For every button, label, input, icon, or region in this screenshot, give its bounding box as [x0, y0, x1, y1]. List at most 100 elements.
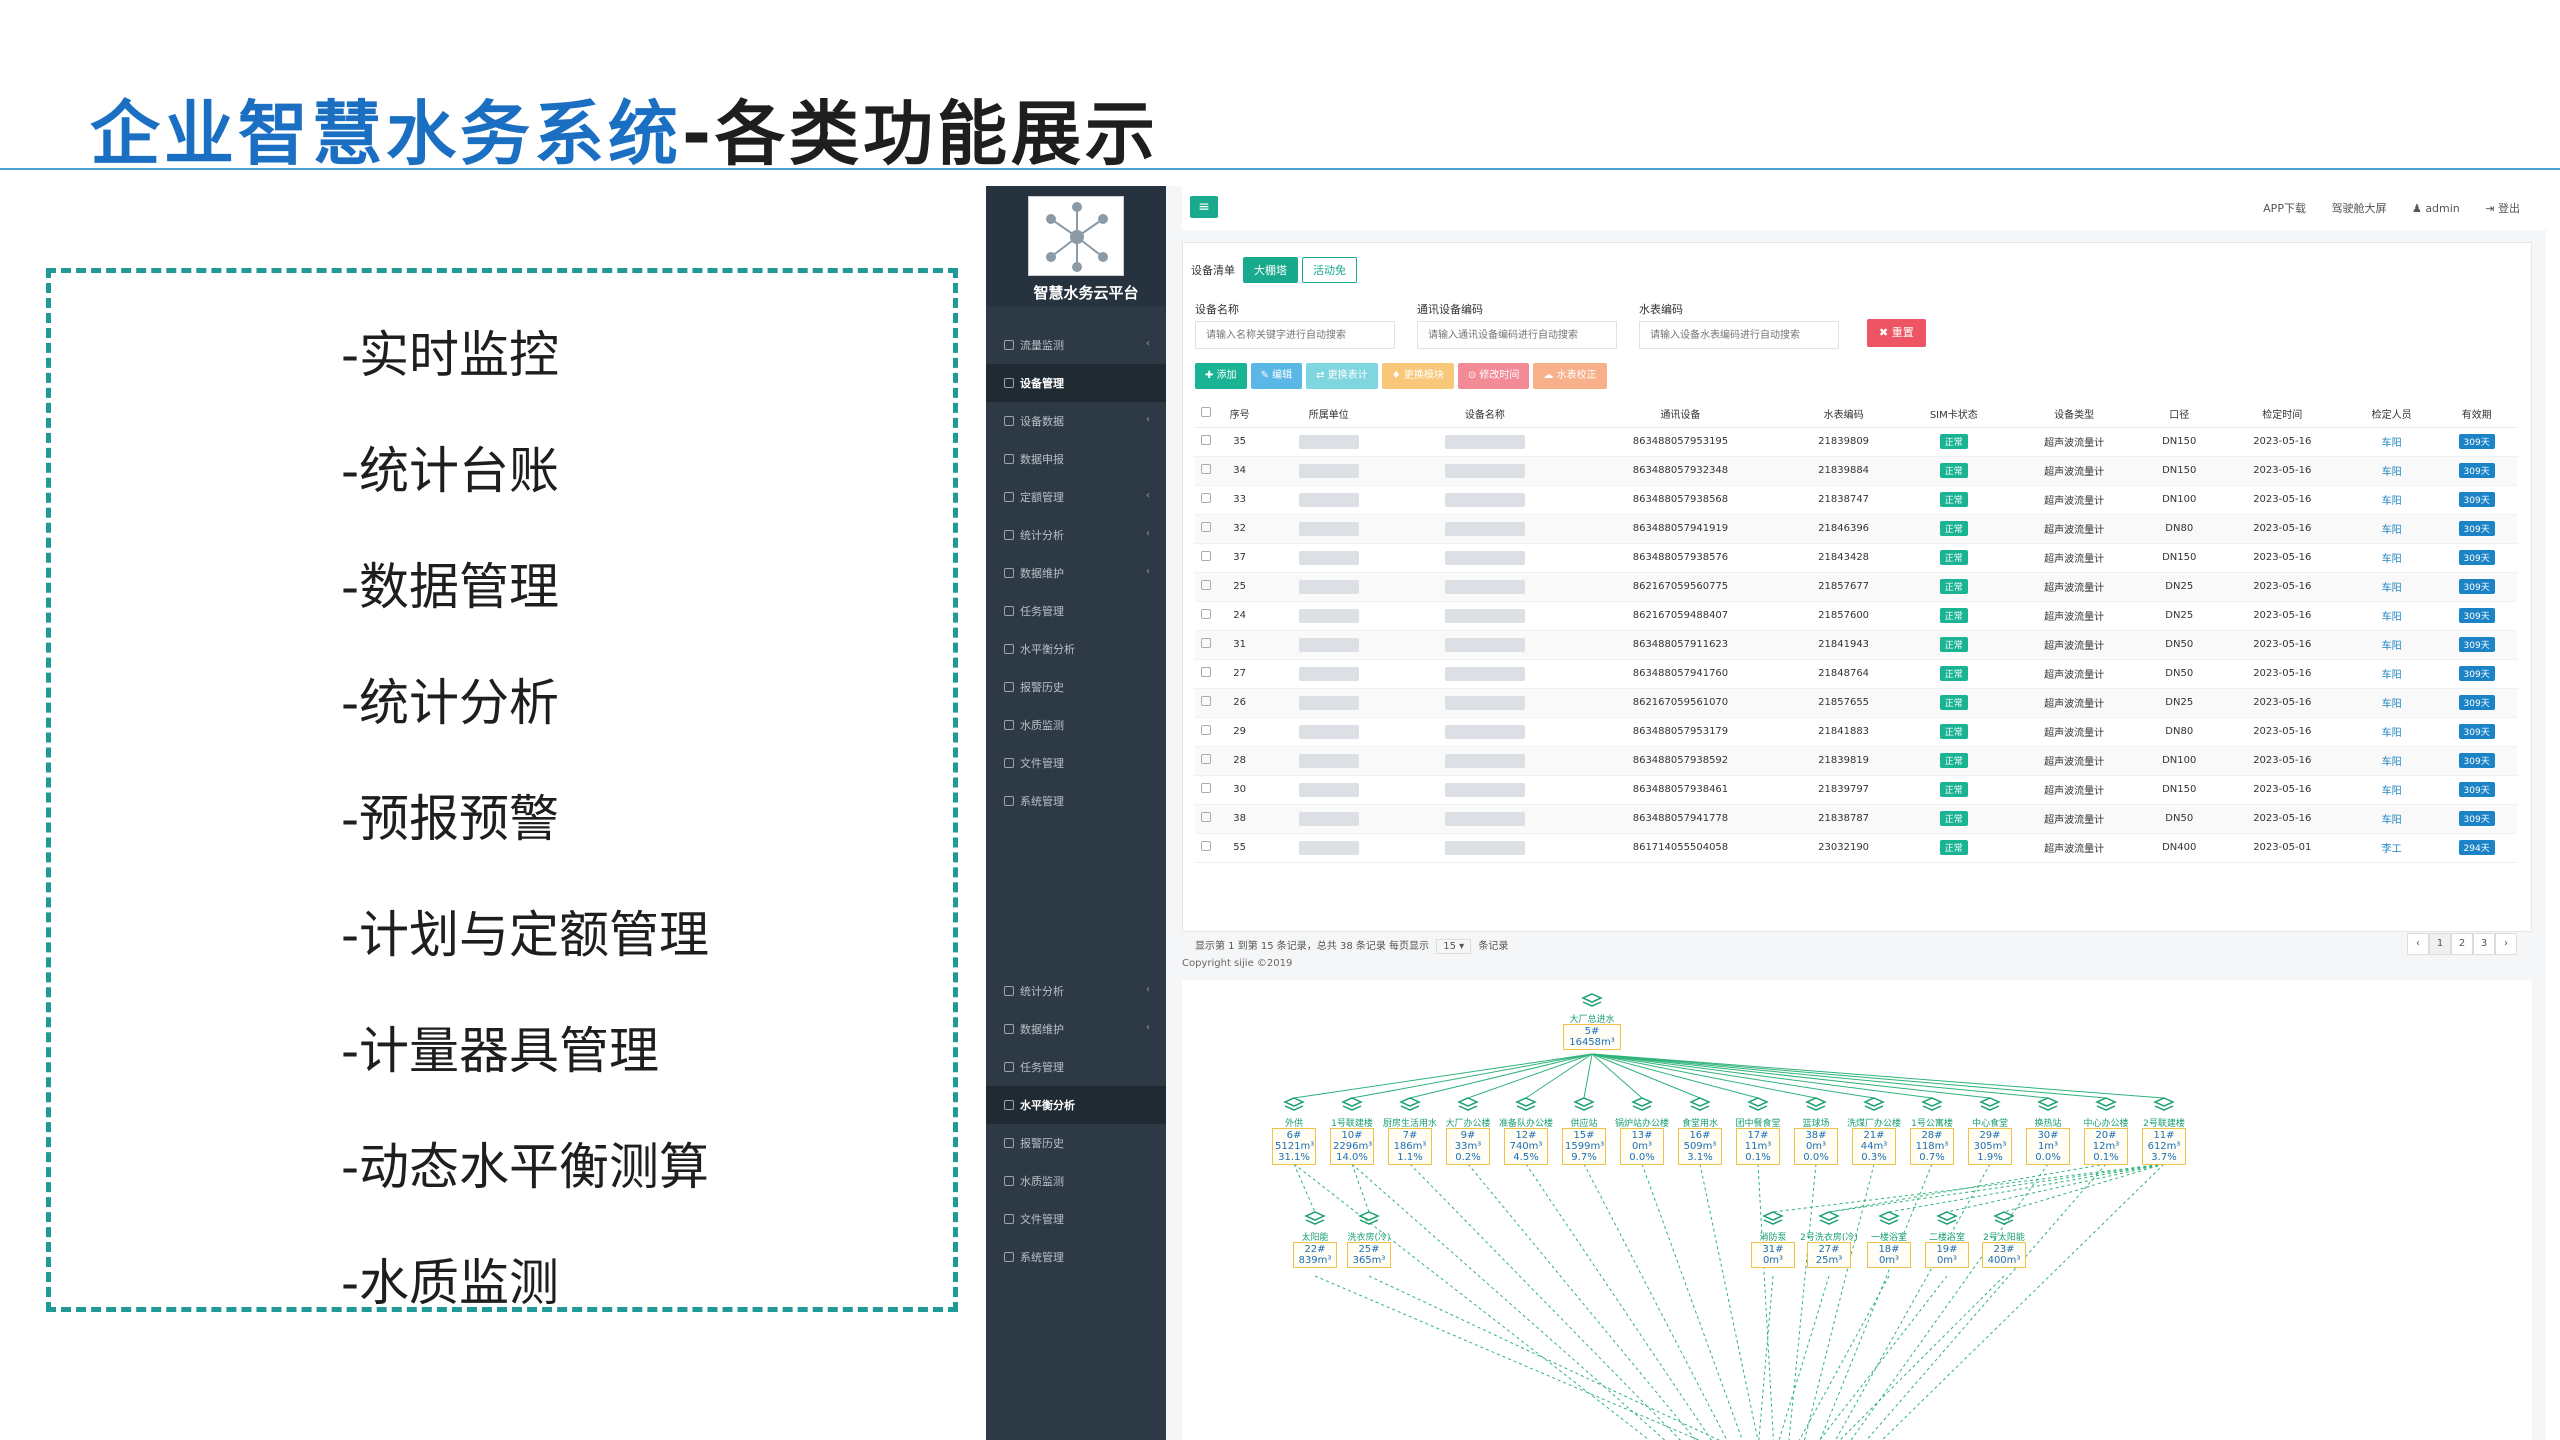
page-button[interactable]: 3: [2473, 933, 2495, 955]
sidebar-item[interactable]: 定额管理‹: [986, 478, 1166, 516]
menu-toggle-button[interactable]: ≡: [1190, 196, 1218, 218]
row-checkbox[interactable]: [1201, 522, 1212, 532]
page-button[interactable]: 2: [2451, 933, 2473, 955]
inspector-link[interactable]: 车阳: [2381, 641, 2402, 652]
inspector-link[interactable]: 车阳: [2381, 554, 2402, 565]
sidebar-item[interactable]: 水质监测: [986, 1162, 1166, 1200]
sidebar-item[interactable]: 流量监测‹: [986, 326, 1166, 364]
node-box[interactable]: 25#365m³: [1347, 1242, 1391, 1268]
row-checkbox[interactable]: [1201, 580, 1212, 590]
sidebar-item[interactable]: 统计分析‹: [986, 972, 1166, 1010]
row-checkbox[interactable]: [1201, 841, 1212, 851]
sidebar-item[interactable]: 系统管理: [986, 1238, 1166, 1276]
device-name-input[interactable]: [1195, 321, 1395, 349]
row-checkbox[interactable]: [1201, 725, 1212, 735]
inspector-link[interactable]: 车阳: [2381, 786, 2402, 797]
sidebar-item[interactable]: 数据维护‹: [986, 1010, 1166, 1048]
sidebar-item[interactable]: 任务管理: [986, 592, 1166, 630]
sidebar-item[interactable]: 水平衡分析: [986, 1086, 1166, 1124]
toolbar-button[interactable]: ☁ 水表校正: [1533, 363, 1607, 389]
row-checkbox[interactable]: [1201, 493, 1212, 503]
row-checkbox[interactable]: [1201, 783, 1212, 793]
inspector-link[interactable]: 李工: [2381, 844, 2402, 855]
toolbar-button[interactable]: ♦ 更换模块: [1381, 363, 1454, 389]
sidebar-item[interactable]: 设备数据‹: [986, 402, 1166, 440]
app-download-link[interactable]: APP下载: [2263, 202, 2306, 215]
logout-link[interactable]: ⇥ 登出: [2485, 202, 2520, 215]
node-box[interactable]: 18#0m³: [1867, 1242, 1911, 1268]
row-checkbox[interactable]: [1201, 638, 1212, 648]
page-size-select[interactable]: 15 ▾: [1436, 939, 1472, 954]
inspector-link[interactable]: 车阳: [2381, 815, 2402, 826]
inspector-link[interactable]: 车阳: [2381, 612, 2402, 623]
reset-button[interactable]: ✖ 重置: [1867, 319, 1926, 347]
inspector-link[interactable]: 车阳: [2381, 525, 2402, 536]
inspector-link[interactable]: 车阳: [2381, 583, 2402, 594]
row-checkbox[interactable]: [1201, 464, 1212, 474]
sidebar-item[interactable]: 文件管理: [986, 744, 1166, 782]
select-all-checkbox[interactable]: [1201, 407, 1212, 418]
toolbar-button[interactable]: ⇄ 更换表计: [1306, 363, 1378, 389]
sidebar-item[interactable]: 水平衡分析: [986, 630, 1166, 668]
row-checkbox[interactable]: [1201, 812, 1212, 822]
row-checkbox[interactable]: [1201, 435, 1212, 445]
table-header-cell[interactable]: [1195, 401, 1218, 428]
meter-code-input[interactable]: [1639, 321, 1839, 349]
cockpit-link[interactable]: 驾驶舱大屏: [2331, 202, 2387, 215]
row-checkbox[interactable]: [1201, 696, 1212, 706]
toolbar-button[interactable]: ⊙ 修改时间: [1457, 363, 1530, 389]
sidebar-item[interactable]: 报警历史: [986, 1124, 1166, 1162]
row-checkbox[interactable]: [1201, 754, 1212, 764]
tab-datangta[interactable]: 大棚塔: [1243, 257, 1298, 283]
inspector-link[interactable]: 车阳: [2381, 757, 2402, 768]
node-box[interactable]: 5#16458m³: [1563, 1024, 1621, 1050]
sidebar-item[interactable]: 统计分析‹: [986, 516, 1166, 554]
sidebar-item[interactable]: 水质监测: [986, 706, 1166, 744]
inspector-link[interactable]: 车阳: [2381, 467, 2402, 478]
sidebar-item[interactable]: 文件管理: [986, 1200, 1166, 1238]
toolbar-button[interactable]: ✚ 添加: [1195, 363, 1247, 389]
page-button[interactable]: ›: [2495, 933, 2517, 955]
node-box[interactable]: 27#25m³: [1807, 1242, 1851, 1268]
inspector-link[interactable]: 车阳: [2381, 496, 2402, 507]
sidebar-item[interactable]: 系统管理: [986, 782, 1166, 820]
row-checkbox[interactable]: [1201, 551, 1212, 561]
comm-code-input[interactable]: [1417, 321, 1617, 349]
page-button[interactable]: 1: [2429, 933, 2451, 955]
inspector-link[interactable]: 车阳: [2381, 699, 2402, 710]
node-box[interactable]: 19#0m³: [1925, 1242, 1969, 1268]
sidebar-item[interactable]: 数据申报: [986, 440, 1166, 478]
page-button[interactable]: ‹: [2407, 933, 2429, 955]
sidebar-item[interactable]: 任务管理: [986, 1048, 1166, 1086]
inspector-link[interactable]: 车阳: [2381, 438, 2402, 449]
inspector-link[interactable]: 车阳: [2381, 670, 2402, 681]
